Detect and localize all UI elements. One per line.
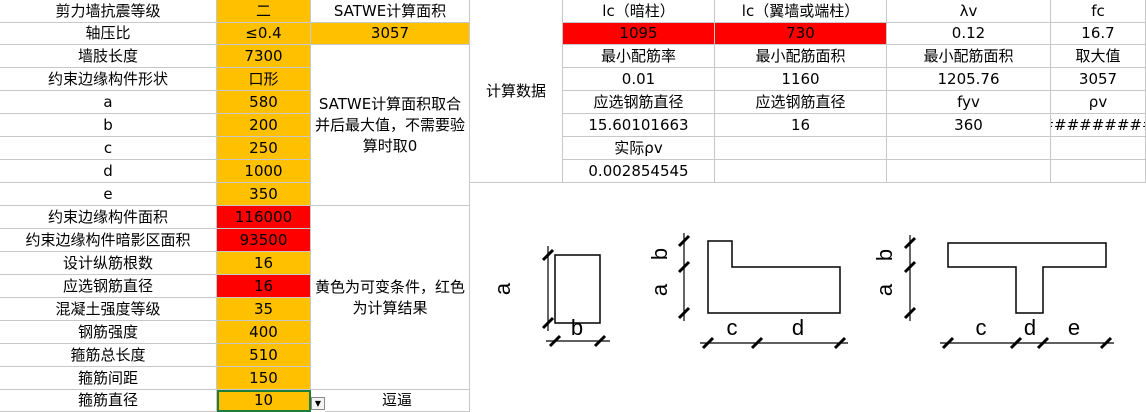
calc-cell[interactable]: lc（翼墙或端柱） xyxy=(715,0,887,23)
result-lc-hidden-column[interactable]: 1095 xyxy=(563,23,715,45)
label-bar-count[interactable]: 设计纵筋根数 xyxy=(0,252,217,275)
calc-cell[interactable] xyxy=(1051,137,1146,160)
calc-cell[interactable]: 16 xyxy=(715,114,887,137)
label-edge-shape[interactable]: 约束边缘构件形状 xyxy=(0,68,217,91)
label-a: a xyxy=(872,283,897,296)
label-bar-diameter[interactable]: 应选钢筋直径 xyxy=(0,275,217,298)
label-e: e xyxy=(1068,315,1080,340)
label-steel-strength[interactable]: 钢筋强度 xyxy=(0,321,217,344)
calc-cell[interactable]: 实际ρv xyxy=(563,137,715,160)
label-d: d xyxy=(1024,315,1036,340)
calc-cell[interactable]: 0.01 xyxy=(563,68,715,91)
label-d[interactable]: d xyxy=(0,160,217,183)
label-shadow-area[interactable]: 约束边缘构件暗影区面积 xyxy=(0,229,217,252)
input-bar-count[interactable]: 16 xyxy=(217,252,311,275)
result-edge-area[interactable]: 116000 xyxy=(217,206,311,229)
label-stirrup-spacing[interactable]: 箍筋间距 xyxy=(0,367,217,390)
calc-cell[interactable]: 最小配筋率 xyxy=(563,45,715,68)
label-edge-area[interactable]: 约束边缘构件面积 xyxy=(0,206,217,229)
calc-cell[interactable] xyxy=(715,160,887,183)
color-legend-note[interactable]: 黄色为可变条件，红色为计算结果 xyxy=(311,206,470,390)
satwe-note[interactable]: SATWE计算面积取合并后最大值，不需要验算时取0 xyxy=(311,45,470,206)
label-stirrup-length[interactable]: 箍筋总长度 xyxy=(0,344,217,367)
input-concrete-grade[interactable]: 35 xyxy=(217,298,311,321)
satwe-header[interactable]: SATWE计算面积 xyxy=(311,0,470,23)
calc-cell[interactable] xyxy=(887,137,1051,160)
input-a[interactable]: 580 xyxy=(217,91,311,114)
input-steel-strength[interactable]: 400 xyxy=(217,321,311,344)
label-concrete-grade[interactable]: 混凝土强度等级 xyxy=(0,298,217,321)
footer-cell[interactable]: 逗逼 xyxy=(325,390,470,412)
label-b: b xyxy=(571,315,583,340)
result-bar-diameter[interactable]: 16 xyxy=(217,275,311,298)
label-b: b xyxy=(647,248,672,260)
label-c: c xyxy=(976,315,987,340)
calc-cell[interactable]: 15.60101663 xyxy=(563,114,715,137)
calc-cell[interactable]: 360 xyxy=(887,114,1051,137)
label-c[interactable]: c xyxy=(0,137,217,160)
rect-section-diagram: a b xyxy=(490,246,610,348)
label-a[interactable]: a xyxy=(0,91,217,114)
label-d: d xyxy=(792,315,804,340)
calc-cell[interactable]: fyv xyxy=(887,91,1051,114)
input-e[interactable]: 350 xyxy=(217,183,311,206)
input-seismic-grade[interactable]: 二 xyxy=(217,0,311,23)
input-stirrup-spacing[interactable]: 150 xyxy=(217,367,311,390)
calc-cell[interactable]: λv xyxy=(887,0,1051,23)
input-stirrup-length[interactable]: 510 xyxy=(217,344,311,367)
calc-cell[interactable] xyxy=(887,160,1051,183)
calc-cell[interactable]: 16.7 xyxy=(1051,23,1146,45)
calc-cell[interactable]: 3057 xyxy=(1051,68,1146,91)
calc-cell[interactable]: ρv xyxy=(1051,91,1146,114)
calc-cell[interactable]: 应选钢筋直径 xyxy=(563,91,715,114)
calc-cell[interactable]: 应选钢筋直径 xyxy=(715,91,887,114)
calc-cell[interactable]: 取大值 xyxy=(1051,45,1146,68)
satwe-area-input[interactable]: 3057 xyxy=(311,23,470,45)
input-wall-length[interactable]: 7300 xyxy=(217,45,311,68)
label-wall-length[interactable]: 墙肢长度 xyxy=(0,45,217,68)
label-b: b xyxy=(872,249,897,261)
label-a: a xyxy=(647,283,672,296)
label-c: c xyxy=(727,315,738,340)
calc-data-label[interactable]: 计算数据 xyxy=(470,0,563,183)
input-stirrup-diameter[interactable]: 10 xyxy=(217,390,311,412)
calc-cell[interactable]: 0.002854545 xyxy=(563,160,715,183)
label-axial-ratio[interactable]: 轴压比 xyxy=(0,23,217,45)
label-seismic-grade[interactable]: 剪力墙抗震等级 xyxy=(0,0,217,23)
label-stirrup-diameter[interactable]: 箍筋直径 xyxy=(0,390,217,412)
calc-cell[interactable] xyxy=(715,137,887,160)
t-section-diagram: b a c d e xyxy=(872,235,1114,350)
l-section-diagram: b a c d xyxy=(647,233,848,350)
section-diagrams: a b b a c d b a c d e xyxy=(490,233,1114,350)
label-b[interactable]: b xyxy=(0,114,217,137)
result-shadow-area[interactable]: 93500 xyxy=(217,229,311,252)
calc-cell[interactable]: lc（暗柱） xyxy=(563,0,715,23)
input-d[interactable]: 1000 xyxy=(217,160,311,183)
input-axial-ratio[interactable]: ≤0.4 xyxy=(217,23,311,45)
calc-cell[interactable]: 1160 xyxy=(715,68,887,91)
calc-cell[interactable]: 最小配筋面积 xyxy=(715,45,887,68)
input-edge-shape[interactable]: 口形 xyxy=(217,68,311,91)
label-a: a xyxy=(490,282,515,295)
calc-cell[interactable]: 1205.76 xyxy=(887,68,1051,91)
calc-cell[interactable]: fc xyxy=(1051,0,1146,23)
input-c[interactable]: 250 xyxy=(217,137,311,160)
calc-cell[interactable] xyxy=(1051,160,1146,183)
calc-cell[interactable]: 最小配筋面积 xyxy=(887,45,1051,68)
label-e[interactable]: e xyxy=(0,183,217,206)
result-lc-wing-wall[interactable]: 730 xyxy=(715,23,887,45)
input-b[interactable]: 200 xyxy=(217,114,311,137)
calc-cell[interactable]: 0.12 xyxy=(887,23,1051,45)
dropdown-arrow-icon[interactable]: ▼ xyxy=(311,397,325,410)
calc-cell[interactable]: ######### xyxy=(1051,114,1146,137)
